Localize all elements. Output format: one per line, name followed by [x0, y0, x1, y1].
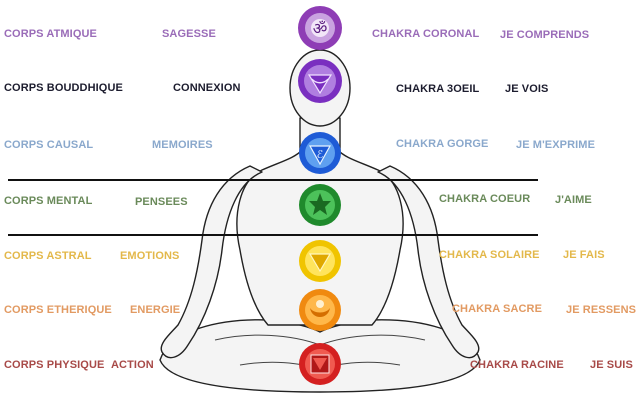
- row-causal-chakra: CHAKRA GORGE: [396, 138, 489, 150]
- row-astral-chakra: CHAKRA SOLAIRE: [439, 249, 540, 261]
- row-mental-chakra: CHAKRA COEUR: [439, 193, 531, 205]
- row-atmique-chakra: CHAKRA CORONAL: [372, 28, 480, 40]
- row-physique-chakra: CHAKRA RACINE: [470, 359, 564, 371]
- row-bouddhique-corps: CORPS BOUDDHIQUE: [4, 82, 123, 94]
- row-mental-verb: J'AIME: [555, 194, 592, 206]
- row-astral-corps: CORPS ASTRAL: [4, 250, 92, 262]
- throat-icon: ℰ: [299, 132, 341, 174]
- row-causal-corps: CORPS CAUSAL: [4, 139, 94, 151]
- row-mental-corps: CORPS MENTAL: [4, 195, 93, 207]
- row-astral-theme: EMOTIONS: [120, 250, 180, 262]
- row-bouddhique-verb: JE VOIS: [505, 83, 549, 95]
- divider-line-top: [8, 179, 538, 181]
- row-etherique-chakra: CHAKRA SACRE: [452, 303, 543, 315]
- third-eye-icon: [298, 59, 342, 103]
- sacral-crescent-icon: [299, 289, 341, 331]
- solar-triangle-icon: [299, 240, 341, 282]
- row-physique-corps: CORPS PHYSIQUE: [4, 359, 105, 371]
- row-atmique-corps: CORPS ATMIQUE: [4, 28, 97, 40]
- row-causal-verb: JE M'EXPRIME: [516, 139, 596, 151]
- row-physique-theme: ACTION: [111, 359, 154, 371]
- row-etherique-verb: JE RESSENS: [566, 304, 637, 316]
- om-icon: ॐ: [298, 6, 342, 50]
- row-mental-theme: PENSEES: [135, 196, 188, 208]
- row-etherique-corps: CORPS ETHERIQUE: [4, 304, 112, 316]
- row-bouddhique-chakra: CHAKRA 3OEIL: [396, 83, 480, 95]
- row-etherique-theme: ENERGIE: [130, 304, 181, 316]
- row-causal-theme: MEMOIRES: [152, 139, 213, 151]
- row-atmique-verb: JE COMPRENDS: [500, 29, 590, 41]
- row-bouddhique-theme: CONNEXION: [173, 82, 241, 94]
- heart-star-icon: [299, 184, 341, 226]
- row-physique-verb: JE SUIS: [590, 359, 633, 371]
- svg-text:ℰ: ℰ: [317, 148, 324, 161]
- divider-line-bottom: [8, 234, 538, 236]
- row-atmique-theme: SAGESSE: [162, 28, 216, 40]
- root-square-icon: [299, 343, 341, 385]
- row-astral-verb: JE FAIS: [563, 249, 605, 261]
- svg-text:ॐ: ॐ: [313, 19, 328, 38]
